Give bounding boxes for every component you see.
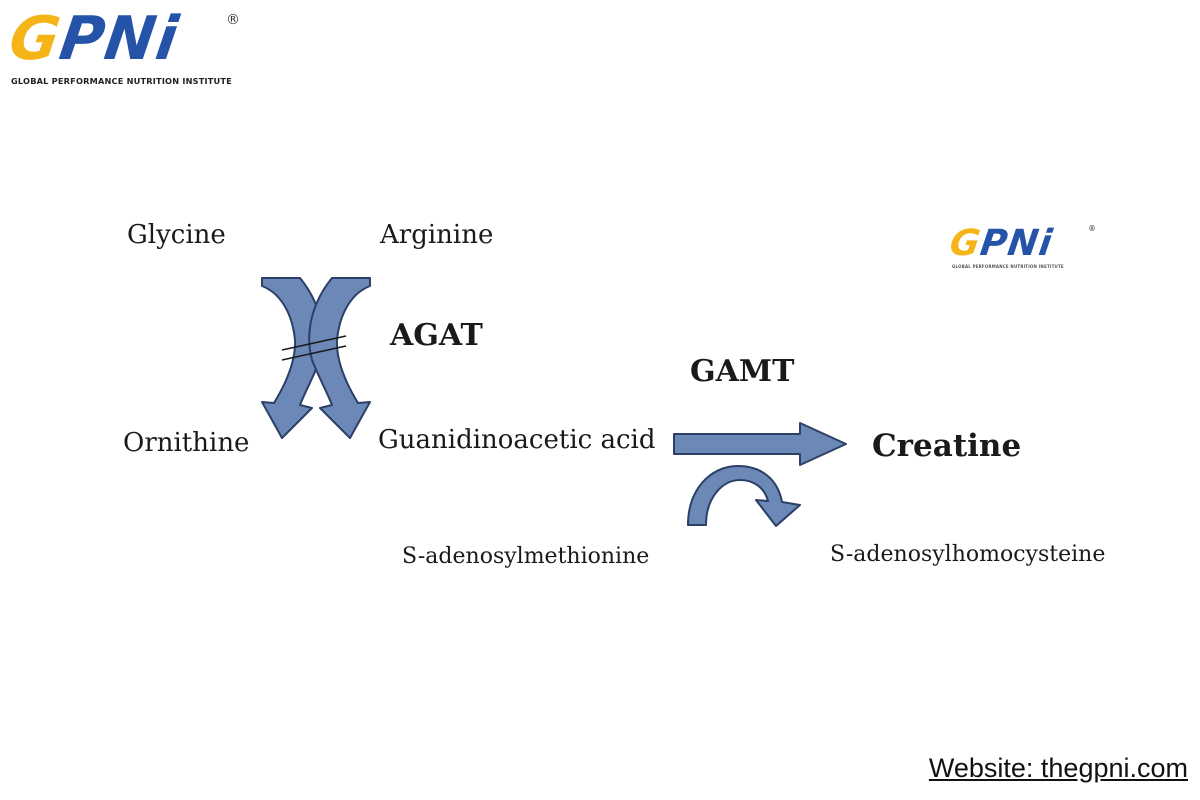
website-link[interactable]: Website: thegpni.com: [928, 753, 1188, 783]
label-s-adenosylmethionine: S-adenosylmethionine: [402, 544, 650, 569]
label-glycine: Glycine: [127, 220, 226, 250]
arrow-arginine-to-guanidinoacetic: [308, 277, 371, 439]
label-arginine: Arginine: [380, 220, 494, 250]
label-enzyme-gamt: GAMT: [690, 354, 795, 389]
registered-mark: ®: [226, 12, 240, 28]
figure-registered-mark: ®: [1088, 224, 1096, 233]
label-s-adenosylhomocysteine: S-adenosylhomocysteine: [830, 542, 1106, 567]
label-creatine: Creatine: [872, 428, 1022, 464]
label-ornithine: Ornithine: [123, 428, 250, 458]
brand-logo: GPNi ® GLOBAL PERFORMANCE NUTRITION INST…: [5, 4, 248, 86]
figure-logo-wordmark: GPNi: [947, 223, 1056, 264]
figure-logo: GPNi ® GLOBAL PERFORMANCE NUTRITION INST…: [947, 222, 1100, 282]
arrow-cofactor-curve: [687, 465, 801, 527]
label-guanidinoacetic-acid: Guanidinoacetic acid: [378, 425, 656, 455]
arrow-to-creatine: [673, 422, 847, 466]
cross-line-2: [281, 345, 347, 361]
figure-logo-tagline: GLOBAL PERFORMANCE NUTRITION INSTITUTE: [952, 264, 1064, 269]
logo-tagline: GLOBAL PERFORMANCE NUTRITION INSTITUTE: [11, 76, 232, 86]
cross-line-1: [281, 335, 347, 351]
label-enzyme-agat: AGAT: [390, 318, 483, 353]
